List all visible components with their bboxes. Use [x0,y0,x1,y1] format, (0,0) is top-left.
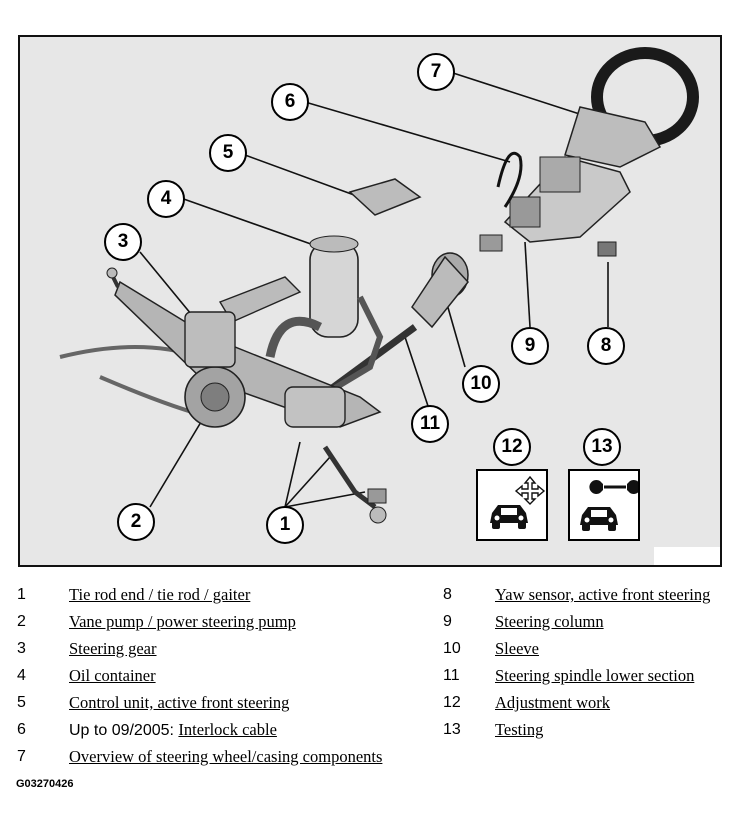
legend-item: 9 Steering column [443,610,743,634]
link-sleeve[interactable]: Sleeve [495,639,539,658]
car-with-adjust-arrows-icon [490,475,546,529]
legend-number: 3 [17,640,26,657]
callout-2: 2 [117,503,155,541]
link-tie-rod-end[interactable]: Tie rod end / tie rod / gaiter [69,585,251,604]
callout-6: 6 [271,83,309,121]
callout-7: 7 [417,53,455,91]
legend-number: 9 [443,613,452,630]
legend-number: 5 [17,694,26,711]
link-adjustment-work[interactable]: Adjustment work [495,693,611,712]
legend-item: 6 Up to 09/2005: Interlock cable [17,718,357,742]
legend-number: 1 [17,586,26,603]
legend-number: 4 [17,667,26,684]
car-with-wrench-icon [580,480,638,531]
callout-8: 8 [587,327,625,365]
callout-5: 5 [209,134,247,172]
legend-number: 11 [443,667,460,684]
legend-item: 11 Steering spindle lower section [443,664,743,688]
link-oil-container[interactable]: Oil container [69,666,156,685]
steering-components-drawing [59,47,699,524]
testing-box[interactable] [568,469,640,541]
legend-number: 6 [17,721,26,738]
link-interlock-cable[interactable]: Interlock cable [178,720,277,739]
legend-number: 10 [443,640,461,657]
legend-item: 2 Vane pump / power steering pump [17,610,357,634]
legend-item: 8 Yaw sensor, active front steering [443,583,743,607]
legend-item: 1 Tie rod end / tie rod / gaiter [17,583,357,607]
callout-1: 1 [266,506,304,544]
legend-number: 8 [443,586,452,603]
legend-item: 3 Steering gear [17,637,357,661]
legend-item: 7 Overview of steering wheel/casing comp… [17,745,437,769]
figure-code: G03270426 [16,778,74,790]
callout-13: 13 [583,428,621,466]
link-vane-pump[interactable]: Vane pump / power steering pump [69,612,296,631]
link-yaw-sensor[interactable]: Yaw sensor, active front steering [495,585,711,604]
link-testing[interactable]: Testing [495,720,544,739]
link-steering-spindle[interactable]: Steering spindle lower section [495,666,695,685]
legend-number: 2 [17,613,26,630]
legend-item: 5 Control unit, active front steering [17,691,357,715]
callout-9: 9 [511,327,549,365]
link-steering-wheel-overview[interactable]: Overview of steering wheel/casing compon… [69,747,383,766]
callout-12: 12 [493,428,531,466]
legend-item: 12 Adjustment work [443,691,743,715]
legend-item: 10 Sleeve [443,637,743,661]
callout-3: 3 [104,223,142,261]
legend-number: 12 [443,694,461,711]
legend-number: 7 [17,748,26,765]
callout-11: 11 [411,405,449,443]
link-steering-gear[interactable]: Steering gear [69,639,157,658]
callout-10: 10 [462,365,500,403]
legend: 1 Tie rod end / tie rod / gaiter 2 Vane … [0,583,750,773]
callout-4: 4 [147,180,185,218]
legend-item: 13 Testing [443,718,743,742]
legend-item: 4 Oil container [17,664,357,688]
legend-number: 13 [443,721,461,738]
link-steering-column[interactable]: Steering column [495,612,604,631]
blank-corner-tab [654,547,720,565]
adjustment-work-box[interactable] [476,469,548,541]
link-control-unit[interactable]: Control unit, active front steering [69,693,290,712]
legend-prefix: Up to 09/2005: [69,722,179,739]
steering-system-diagram: 7 6 5 4 3 9 8 10 11 12 13 2 1 [18,35,722,567]
